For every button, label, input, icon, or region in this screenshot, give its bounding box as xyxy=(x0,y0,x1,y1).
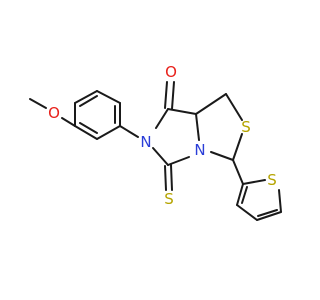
bond-c-s-double-1 xyxy=(164,165,167,191)
bond-c-o-double-2 xyxy=(171,81,175,110)
atom-s-thiazolidine: S xyxy=(241,118,251,136)
bond-thiophene-inner-1 xyxy=(257,209,278,217)
bond-s-ch xyxy=(232,133,243,161)
bond-benzene-5 xyxy=(96,125,121,140)
bond-ch-n-ring xyxy=(195,113,200,141)
atom-o-carbonyl: O xyxy=(165,63,177,81)
bond-ch-ch2 xyxy=(195,93,227,115)
bonds xyxy=(29,81,282,221)
bond-benzene-inner-3 xyxy=(79,122,98,134)
atom-s-thiophene: S xyxy=(267,171,277,189)
bond-ch-n-ring xyxy=(210,151,234,161)
bond-methyl-o xyxy=(29,98,47,109)
bond-thiophene-2 xyxy=(278,189,282,213)
atom-n-ring: N xyxy=(194,141,205,159)
bond-benzene-6 xyxy=(74,125,98,140)
atom-label: N xyxy=(194,141,205,159)
atom-o-methoxy: O xyxy=(48,104,60,122)
atom-s-thione: S xyxy=(164,190,174,208)
bond-thiophene-inner-2 xyxy=(241,186,248,204)
atom-label: S xyxy=(267,171,277,189)
bond-thiophene-5 xyxy=(236,183,244,206)
atom-label: S xyxy=(241,118,251,136)
bond-benzene-3 xyxy=(96,90,121,104)
molecule-structure-diagram: O N O N S S S xyxy=(29,63,282,221)
bond-thione-c-n xyxy=(152,147,169,166)
atom-label: N xyxy=(140,133,151,151)
bond-n-carbonyl-c xyxy=(155,108,169,129)
atom-label: O xyxy=(48,104,60,122)
bond-thiophene-1 xyxy=(242,179,266,185)
bond-carbonyl-c-ch xyxy=(167,108,197,115)
atoms: O N O N S S S xyxy=(48,63,277,208)
bond-benzene-inner-1 xyxy=(79,95,98,107)
atom-label: O xyxy=(165,63,177,81)
bond-thiophene-4 xyxy=(236,204,258,221)
bond-benzene-2 xyxy=(74,90,98,104)
atom-label: S xyxy=(164,190,174,208)
bond-c-o-double-1 xyxy=(164,81,168,109)
bond-o-aryl xyxy=(61,117,76,127)
bond-n-ring-thione-c xyxy=(167,156,190,166)
bond-ch-thiophene xyxy=(232,159,244,185)
atom-n-amide: N xyxy=(140,133,151,151)
bond-c-s-double-2 xyxy=(170,164,173,191)
bond-thiophene-3 xyxy=(256,211,282,221)
bond-ch2-s xyxy=(225,93,243,121)
bond-aryl-n xyxy=(119,125,139,138)
